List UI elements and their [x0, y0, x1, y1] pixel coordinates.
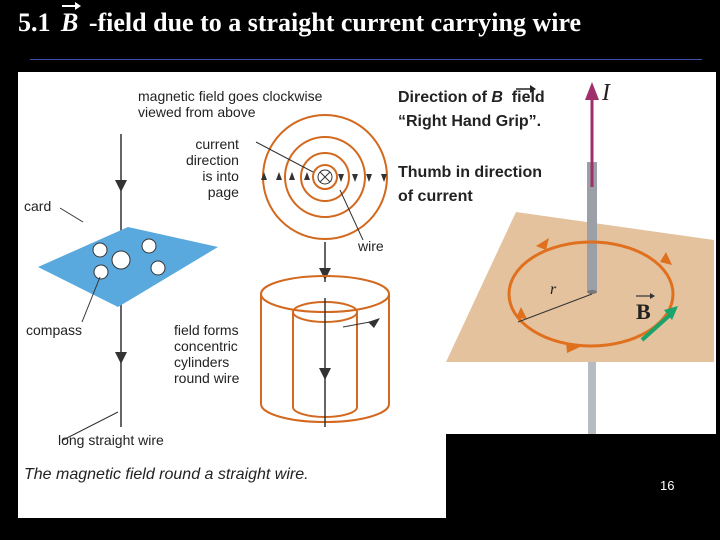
label-card: card: [24, 198, 52, 214]
left-figure-panel: magnetic field goes clockwise viewed fro…: [18, 72, 446, 518]
label-b-field: B: [636, 299, 651, 324]
page-number: 16: [660, 478, 675, 493]
label-right-hand-grip: “Right Hand Grip”.: [398, 113, 542, 130]
label-wire: wire: [358, 238, 384, 254]
title-prefix: 5.1: [18, 8, 51, 37]
label-radius-r: r: [550, 281, 557, 298]
title-b-vector-symbol: B: [61, 2, 82, 37]
right-figure-drawing: [446, 82, 714, 434]
label-field-cylinders: field forms concentric cylinders round w…: [174, 322, 240, 386]
figure-caption: The magnetic field round a straight wire…: [24, 466, 309, 483]
b-field-arrow: [640, 312, 673, 342]
label-thumb-direction: Thumb in direction of current: [398, 164, 542, 205]
label-long-straight-wire: long straight wire: [58, 432, 164, 448]
left-figure-drawing: [38, 114, 390, 441]
right-figure-panel: Direction of B field “Right Hand Grip”. …: [398, 72, 716, 434]
title-divider: [30, 59, 702, 60]
wire-shape: [587, 162, 597, 292]
card-shape: [38, 227, 218, 307]
title-suffix: -field due to a straight current carryin…: [88, 8, 582, 37]
label-compass: compass: [26, 322, 83, 338]
label-current-direction: current direction is into page: [186, 136, 239, 200]
label-direction: Direction of B field: [398, 86, 545, 110]
label-clockwise: magnetic field goes clockwise viewed fro…: [138, 88, 323, 120]
plane-shape: [446, 212, 714, 362]
label-direction-symbol: B: [491, 89, 503, 106]
label-direction-prefix: Direction of: [398, 89, 487, 106]
field-loop: [507, 240, 675, 348]
slide-title: 5.1 B -field due to a straight current c…: [18, 2, 708, 48]
label-current-I: I: [602, 80, 610, 106]
label-direction-suffix: field: [511, 89, 545, 106]
